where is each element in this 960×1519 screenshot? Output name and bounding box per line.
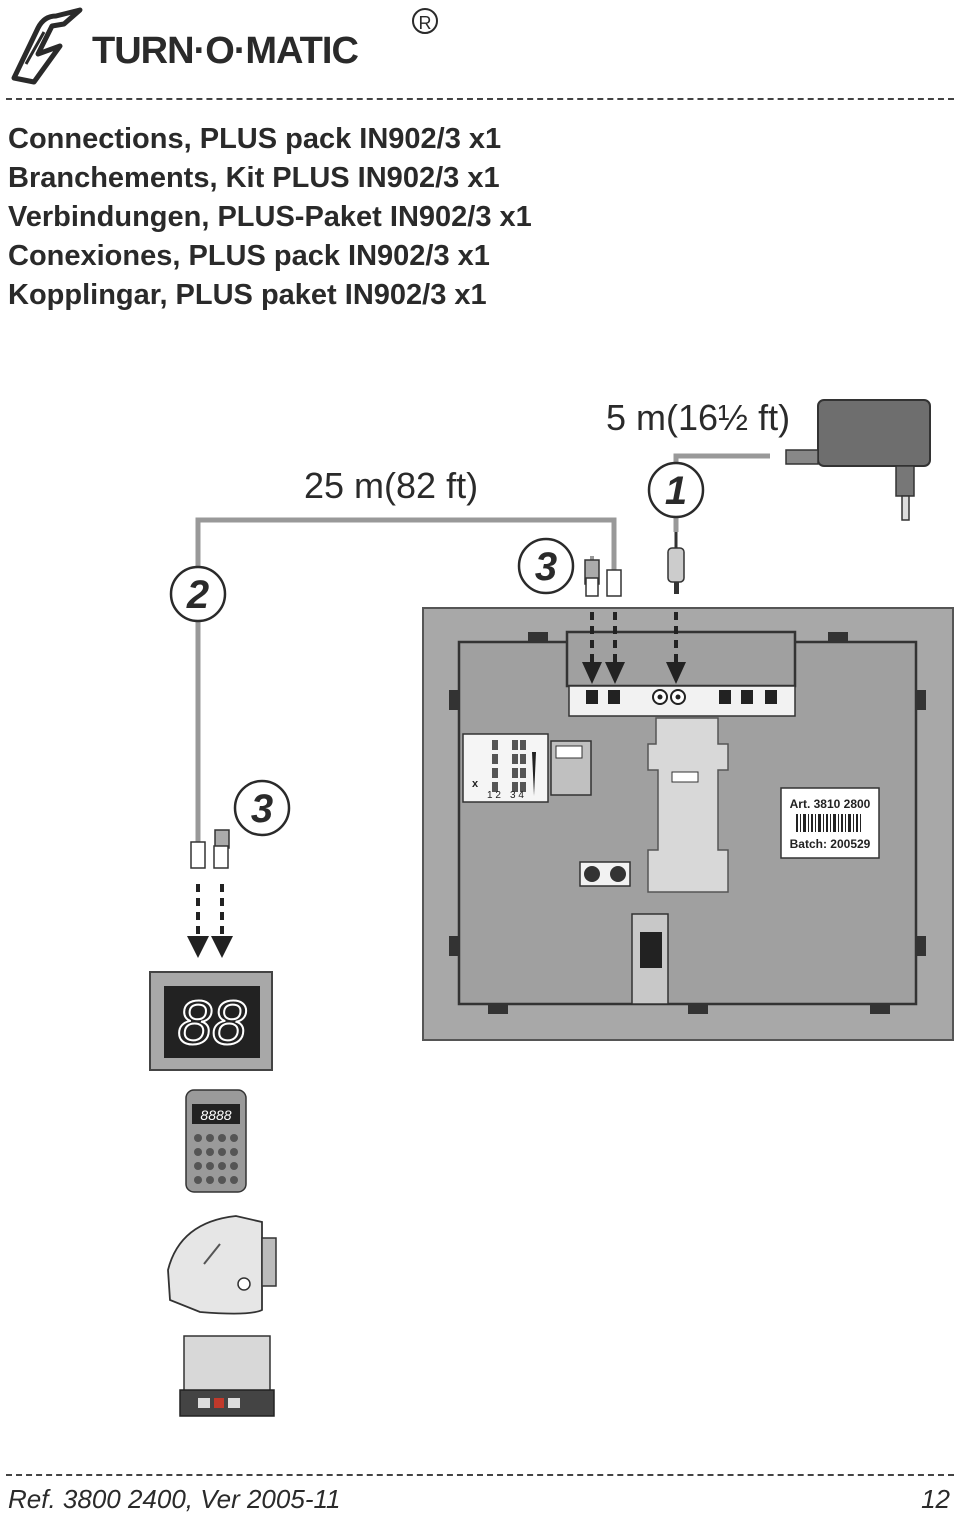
connector-strip	[586, 689, 777, 705]
callout-1: 1	[647, 461, 705, 519]
callout-3-bottom-label: 3	[251, 787, 273, 831]
rj-plug-pair-top	[584, 559, 622, 597]
header-divider	[6, 98, 954, 100]
power-plug	[667, 547, 685, 583]
callout-3-bottom: 3	[233, 779, 291, 837]
document-reference: Ref. 3800 2400, Ver 2005-11	[8, 1484, 341, 1514]
title-german: Verbindungen, PLUS-Paket IN902/3 x1	[8, 201, 532, 233]
callout-1-label: 1	[665, 469, 687, 513]
dip-numbers-right: 3 4	[510, 790, 524, 801]
brand-mark-icon	[11, 7, 83, 85]
cable-length-power: 5 m(16½ ft)	[606, 397, 790, 438]
insert-arrows-bottom	[196, 884, 224, 938]
title-english: Connections, PLUS pack IN902/3 x1	[8, 123, 502, 155]
display-digits: 88	[178, 989, 247, 1058]
remote-digits: 8888	[200, 1107, 231, 1123]
dip-row-x-label: x	[472, 778, 479, 790]
title-block: Connections, PLUS pack IN902/3 x1 Branch…	[8, 120, 532, 315]
cable-length-display: 25 m(82 ft)	[304, 465, 478, 506]
callout-2-label: 2	[186, 573, 209, 617]
callout-3-top: 3	[517, 537, 575, 595]
insert-arrows-top	[590, 612, 678, 664]
art-number-label: Art. 3810 2800	[790, 797, 871, 811]
title-spanish: Conexiones, PLUS pack IN902/3 x1	[8, 240, 490, 272]
callout-2: 2	[169, 565, 227, 623]
title-french: Branchements, Kit PLUS IN902/3 x1	[8, 162, 500, 194]
interface-box	[179, 1335, 275, 1417]
rj-plug-pair-bottom	[190, 829, 230, 869]
barcode	[796, 814, 861, 832]
two-digit-display: 88	[149, 971, 273, 1071]
power-adapter	[785, 399, 931, 521]
ticket-dispenser	[167, 1215, 277, 1315]
footer-divider	[6, 1474, 954, 1476]
registered-mark: R	[412, 8, 438, 34]
title-swedish: Kopplingar, PLUS paket IN902/3 x1	[8, 279, 487, 311]
brand-logo: TURN·O·MATIC R	[0, 0, 460, 90]
page-number: 12	[921, 1484, 950, 1514]
display-cable	[195, 517, 617, 842]
batch-label: Batch: 200529	[790, 837, 871, 851]
main-unit: x 1 2 3 4 Art. 3810 2800 Batch: 200529	[422, 607, 954, 1041]
dip-numbers-left: 1 2	[487, 790, 501, 801]
dip-switches	[492, 740, 536, 796]
callout-3-top-label: 3	[535, 545, 557, 589]
connection-diagram: 5 m(16½ ft) 25 m(82 ft) 1 2 3 3	[149, 397, 954, 1417]
remote-control: 8888	[185, 1089, 247, 1193]
brand-name: TURN·O·MATIC	[92, 30, 359, 72]
